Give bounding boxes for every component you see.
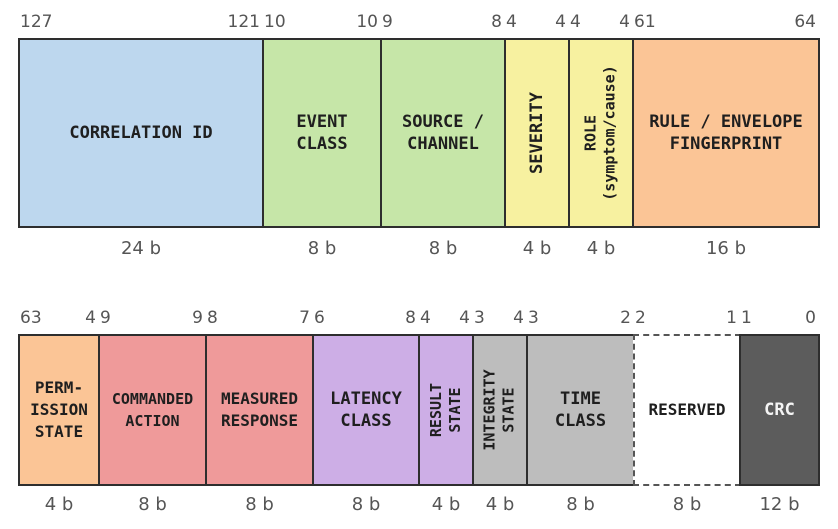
- bit-high-label: 8: [207, 308, 218, 328]
- field-box: TIME CLASS: [526, 334, 635, 486]
- field-size: 4 b: [586, 238, 616, 259]
- field-box: PERM- ISSION STATE: [18, 334, 100, 486]
- field-label: INTEGRITY STATE: [481, 369, 518, 451]
- field-severity: 4 4 SEVERITY 4 b: [504, 12, 570, 262]
- field-event-class: 10 10 EVENT CLASS 8 b: [262, 12, 382, 262]
- field-commanded-action: 9 9 COMMANDED ACTION 8 b: [98, 308, 207, 523]
- field-size: 24 b: [120, 238, 162, 259]
- field-box: LATENCY CLASS: [312, 334, 420, 486]
- bit-low-label: 7: [299, 308, 310, 328]
- field-label: TIME CLASS: [554, 389, 607, 431]
- bit-high-label: 10: [264, 12, 286, 32]
- field-box: ROLE (symptom/cause): [568, 38, 634, 228]
- bit-low-label: 4: [459, 308, 470, 328]
- field-size: 4 b: [44, 494, 74, 515]
- bit-high-label: 4: [506, 12, 517, 32]
- field-size: 16 b: [705, 238, 747, 259]
- field-label: ROLE (symptom/cause): [582, 65, 619, 201]
- field-box: SEVERITY: [504, 38, 570, 228]
- field-box: SOURCE / CHANNEL: [380, 38, 506, 228]
- bit-low-label: 8: [491, 12, 502, 32]
- field-box: CRC: [739, 334, 820, 486]
- register-row-2: 63 4 PERM- ISSION STATE 4 b 9 9 COMMANDE…: [0, 308, 838, 523]
- field-label: PERM- ISSION STATE: [30, 378, 88, 441]
- field-box: MEASURED RESPONSE: [205, 334, 314, 486]
- field-box: INTEGRITY STATE: [472, 334, 528, 486]
- field-role: 4 4 ROLE (symptom/cause) 4 b: [568, 12, 634, 262]
- bit-high-label: 4: [570, 12, 581, 32]
- bit-low-label: 4: [619, 12, 630, 32]
- field-size: 8 b: [138, 494, 167, 515]
- bit-high-label: 2: [635, 308, 646, 328]
- bit-low-label: 10: [356, 12, 378, 32]
- bit-low-label: 121: [227, 12, 260, 32]
- field-size: 8 b: [428, 238, 458, 259]
- field-size: 8 b: [672, 494, 702, 515]
- field-size: 4 b: [522, 238, 552, 259]
- bit-low-label: 4: [513, 308, 524, 328]
- bit-high-label: 4: [420, 308, 431, 328]
- field-size: 4 b: [485, 494, 515, 515]
- field-time-class: 3 2 TIME CLASS 8 b: [526, 308, 635, 523]
- bit-low-label: 9: [192, 308, 203, 328]
- field-box: EVENT CLASS: [262, 38, 382, 228]
- field-permission-state: 63 4 PERM- ISSION STATE 4 b: [18, 308, 100, 523]
- register-row-1: 127 121 CORRELATION ID 24 b 10 10 EVENT …: [0, 12, 838, 262]
- field-label: SEVERITY: [527, 92, 548, 174]
- bit-low-label: 8: [405, 308, 416, 328]
- field-label: RESERVED: [648, 400, 726, 419]
- field-size: 12 b: [759, 494, 800, 515]
- field-label: SOURCE / CHANNEL: [402, 112, 484, 154]
- field-label: MEASURED RESPONSE: [220, 389, 299, 430]
- bit-low-label: 2: [620, 308, 631, 328]
- bit-low-label: 4: [85, 308, 96, 328]
- field-size: 4 b: [431, 494, 461, 515]
- bit-high-label: 1: [741, 308, 752, 328]
- field-box: CORRELATION ID: [18, 38, 264, 228]
- bit-low-label: 4: [555, 12, 566, 32]
- field-box: RULE / ENVELOPE FINGERPRINT: [632, 38, 820, 228]
- bit-high-label: 9: [382, 12, 393, 32]
- bit-high-label: 6: [314, 308, 325, 328]
- field-source-channel: 9 8 SOURCE / CHANNEL 8 b: [380, 12, 506, 262]
- field-integrity-state: 3 4 INTEGRITY STATE 4 b: [472, 308, 528, 523]
- field-result-state: 4 4 RESULT STATE 4 b: [418, 308, 474, 523]
- field-size: 8 b: [307, 238, 337, 259]
- bit-low-label: 1: [726, 308, 737, 328]
- bit-high-label: 61: [634, 12, 656, 32]
- field-label: RESULT STATE: [427, 382, 464, 438]
- bit-high-label: 63: [20, 308, 42, 328]
- bit-low-label: 64: [794, 12, 816, 32]
- field-size: 8 b: [351, 494, 381, 515]
- bit-high-label: 127: [20, 12, 53, 32]
- field-correlation-id: 127 121 CORRELATION ID 24 b: [18, 12, 264, 262]
- field-label: RULE / ENVELOPE FINGERPRINT: [649, 112, 803, 154]
- bit-low-label: 0: [805, 308, 816, 328]
- field-size: 8 b: [566, 494, 595, 515]
- bit-high-label: 3: [528, 308, 539, 328]
- field-box: COMMANDED ACTION: [98, 334, 207, 486]
- bit-high-label: 3: [474, 308, 485, 328]
- field-label: EVENT CLASS: [296, 112, 348, 154]
- field-size: 8 b: [245, 494, 274, 515]
- field-latency-class: 6 8 LATENCY CLASS 8 b: [312, 308, 420, 523]
- bit-high-label: 9: [100, 308, 111, 328]
- field-rule-envelope-fingerprint: 61 64 RULE / ENVELOPE FINGERPRINT 16 b: [632, 12, 820, 262]
- field-label: CRC: [764, 400, 795, 420]
- field-reserved: 2 1 RESERVED 8 b: [633, 308, 741, 523]
- field-label: LATENCY CLASS: [330, 389, 402, 431]
- field-measured-response: 8 7 MEASURED RESPONSE 8 b: [205, 308, 314, 523]
- field-box: RESERVED: [633, 334, 741, 486]
- field-label: CORRELATION ID: [69, 123, 213, 143]
- field-box: RESULT STATE: [418, 334, 474, 486]
- field-label: COMMANDED ACTION: [111, 390, 194, 430]
- field-crc: 1 0 CRC 12 b: [739, 308, 820, 523]
